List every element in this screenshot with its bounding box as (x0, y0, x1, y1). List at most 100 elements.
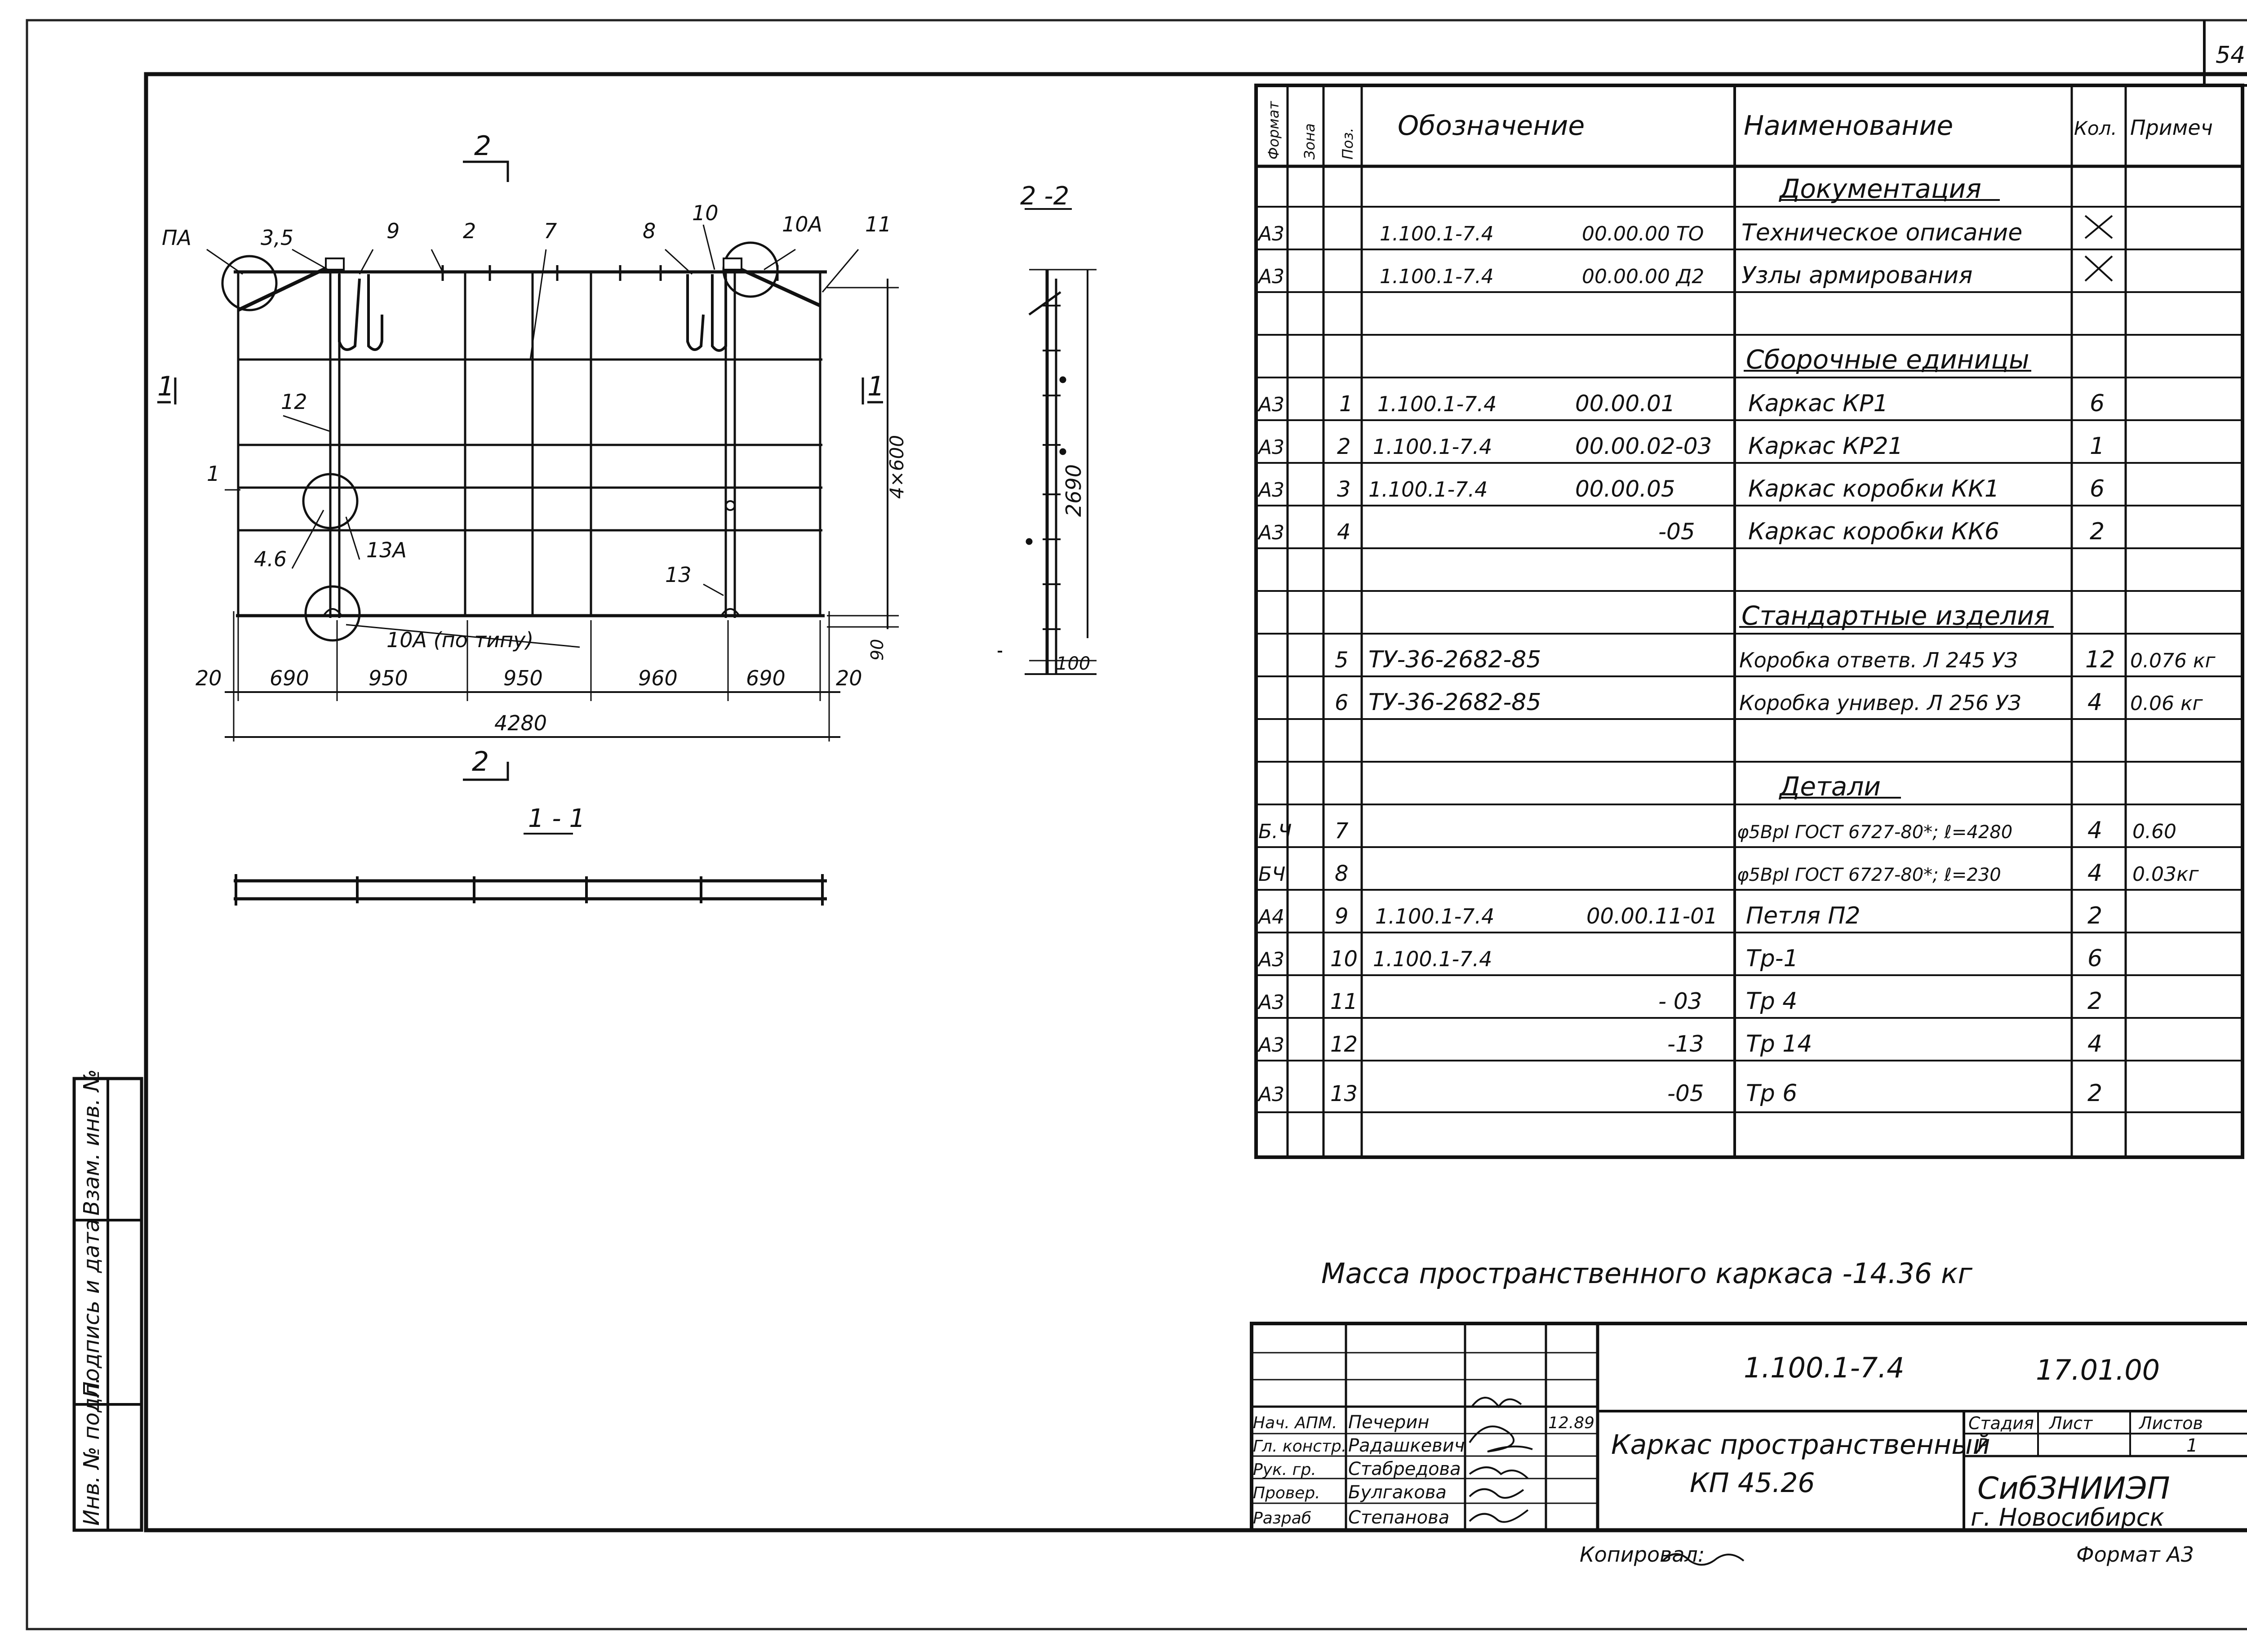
title-line2: КП 45.26 (1690, 1467, 1815, 1499)
row-qty: 12 (2085, 646, 2115, 673)
row-pos: 7 (1335, 818, 1349, 844)
sheets-label: Листов (2138, 1413, 2203, 1433)
section-title: Документация (1778, 173, 1981, 204)
row-name: Коробка универ. Л 256 УЗ (1739, 691, 2021, 715)
row-format: А3 (1257, 521, 1284, 544)
col-name: Наименование (1744, 110, 1953, 142)
row-qty: 2 (2087, 988, 2102, 1015)
label-8: 8 (643, 219, 656, 243)
row-name: Тр 14 (1746, 1030, 1812, 1057)
view-2-2: 2 -2 (1020, 182, 1069, 211)
drawing-labels: ПА 3,5 9 2 7 8 10 10А 11 12 1 4.6 13А 13… (157, 130, 1090, 833)
row-qty: 6 (2090, 475, 2105, 502)
section-2-top: 2 (474, 130, 491, 162)
row-doc: 1.100.1-7.4 (1380, 265, 1494, 288)
spec-header: Формат Зона Поз. Обозначение Наименовани… (1265, 101, 2213, 160)
dim-6: 20 (836, 666, 862, 690)
row-pos: 5 (1335, 648, 1349, 673)
row-name: Тр 4 (1746, 988, 1797, 1015)
org-line2: г. Новосибирск (1971, 1503, 2164, 1532)
view-1-1: 1 - 1 (528, 804, 585, 833)
row-doc: 1.100.1-7.4 (1377, 392, 1497, 416)
role-1: Гл. констр. (1253, 1437, 1346, 1456)
row-format: А3 (1257, 393, 1284, 416)
row-format: А3 (1257, 436, 1284, 459)
dim-1: 690 (270, 666, 309, 690)
row-name: φ5ВрI ГОСТ 6727-80*; ℓ=230 (1737, 865, 2001, 885)
row-doc: 1.100.1-7.4 (1375, 904, 1494, 928)
label-9: 9 (386, 219, 400, 243)
row-note: 0.60 (2132, 820, 2176, 843)
inner-frame (144, 72, 2247, 1532)
col-zone: Зона (1301, 123, 1318, 160)
row-note: 0.076 кг (2130, 649, 2216, 672)
sheets-value: 1 (2186, 1435, 2198, 1456)
row-code: - 03 (1658, 988, 1702, 1014)
label-10a-typ: 10А (по типу) (386, 628, 533, 652)
row-doc: 1.100.1-7.4 (1373, 947, 1492, 971)
mass-note: Масса пространственного каркаса -14.36 к… (1321, 1257, 1972, 1290)
title-block-text: Нач. АПМ. Печерин 12.89 Гл. констр. Рада… (1253, 1351, 2203, 1532)
doc-number: 1.100.1-7.4 (1744, 1351, 1905, 1384)
row-doc: 1.100.1-7.4 (1368, 477, 1488, 502)
dim-2690: 2690 (1061, 464, 1086, 517)
dim-4: 960 (638, 666, 678, 690)
label-3-5: 3,5 (261, 226, 293, 250)
row-code: 00.00.11-01 (1586, 904, 1718, 929)
row-pos: 8 (1335, 861, 1349, 886)
title-block (1250, 1322, 2247, 1566)
section-1-right: 1 (867, 371, 884, 402)
row-name: Техническое описание (1741, 219, 2022, 246)
row-code: 00.00.05 (1575, 476, 1675, 502)
row-format: А3 (1257, 1083, 1284, 1106)
row-pos: 3 (1337, 477, 1351, 502)
row-pos: 6 (1335, 690, 1349, 715)
row-pos: 2 (1337, 434, 1351, 459)
label-1: 1 (207, 462, 220, 486)
row-pos: 12 (1330, 1032, 1358, 1057)
row-qty: 2 (2090, 518, 2105, 545)
stage-label: Стадия (1968, 1413, 2034, 1433)
label-13a: 13А (366, 538, 407, 562)
stamp-inv-podl: Инв. № подл. (79, 1377, 104, 1526)
label-2: 2 (463, 219, 476, 243)
col-format: Формат (1265, 101, 1282, 160)
outer-border (26, 19, 2247, 1630)
row-pos: 9 (1335, 904, 1349, 929)
label-10: 10 (692, 201, 719, 225)
row-name: Каркас коробки КК1 (1748, 475, 1999, 502)
row-code: -13 (1667, 1031, 1704, 1057)
dim-total: 4280 (494, 711, 547, 735)
col-pos: Поз. (1339, 128, 1356, 160)
section-title: Стандартные изделия (1741, 600, 2050, 631)
row-code: 00.00.01 (1575, 391, 1675, 417)
sheet-label: Лист (2048, 1413, 2093, 1433)
row-name: Петля П2 (1746, 902, 1861, 929)
title-line1: Каркас пространственный (1611, 1429, 1990, 1461)
name-2: Стабредова (1348, 1459, 1461, 1479)
stage-value: Р (1977, 1435, 1989, 1456)
row-qty: 2 (2087, 902, 2102, 929)
spec-rows: Документация А3 1.100.1-7.4 00.00.00 ТО … (1257, 173, 2216, 1107)
dim-5: 690 (746, 666, 786, 690)
row-qty: 6 (2090, 390, 2105, 417)
dim-3: 950 (503, 666, 543, 690)
section-title: Детали (1778, 771, 1881, 802)
stamp-vzam: Взам. инв. № (79, 1069, 104, 1216)
main-drawing (157, 160, 1097, 906)
row-doc: ТУ-36-2682-85 (1368, 646, 1541, 673)
name-4: Степанова (1348, 1507, 1449, 1528)
row-format: А4 (1257, 906, 1284, 928)
row-code: 00.00.02-03 (1575, 433, 1712, 459)
dim-2: 950 (369, 666, 408, 690)
section-title: Сборочные единицы (1746, 344, 2029, 375)
row-qty: 4 (2087, 860, 2102, 887)
dim-90: 90 (867, 639, 887, 661)
row-pos: 4 (1337, 520, 1351, 545)
col-note: Примеч (2130, 115, 2213, 140)
row-format: А3 (1257, 948, 1284, 971)
row-name: Каркас КР21 (1748, 433, 1903, 460)
row-pos: 13 (1330, 1081, 1358, 1106)
dim-100: 100 (1056, 653, 1090, 674)
